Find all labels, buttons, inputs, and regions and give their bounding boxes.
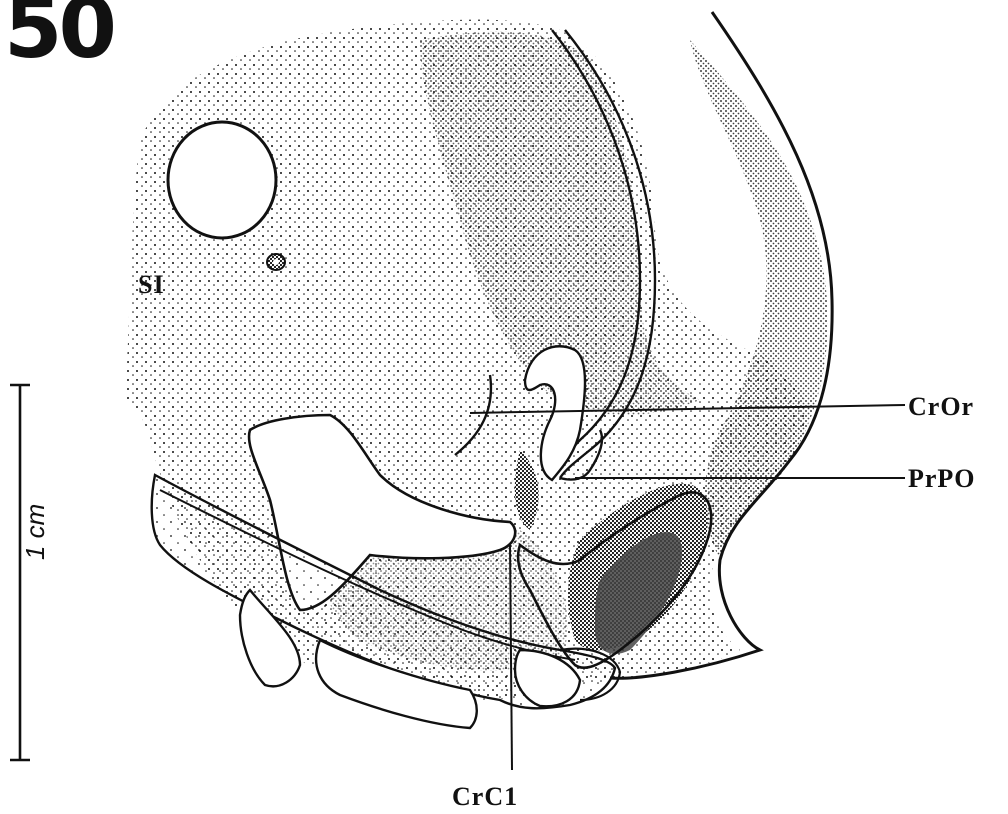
- label-prpo: PrPO: [908, 466, 976, 492]
- scale-bar-label: 1 cm: [22, 504, 48, 560]
- label-cror: CrOr: [908, 394, 974, 420]
- scale-bar: [10, 385, 30, 760]
- large-foramen: [168, 122, 276, 238]
- label-si: SI: [138, 272, 165, 298]
- label-crcl: CrC1: [452, 784, 518, 810]
- dense-zone-right: [690, 40, 828, 560]
